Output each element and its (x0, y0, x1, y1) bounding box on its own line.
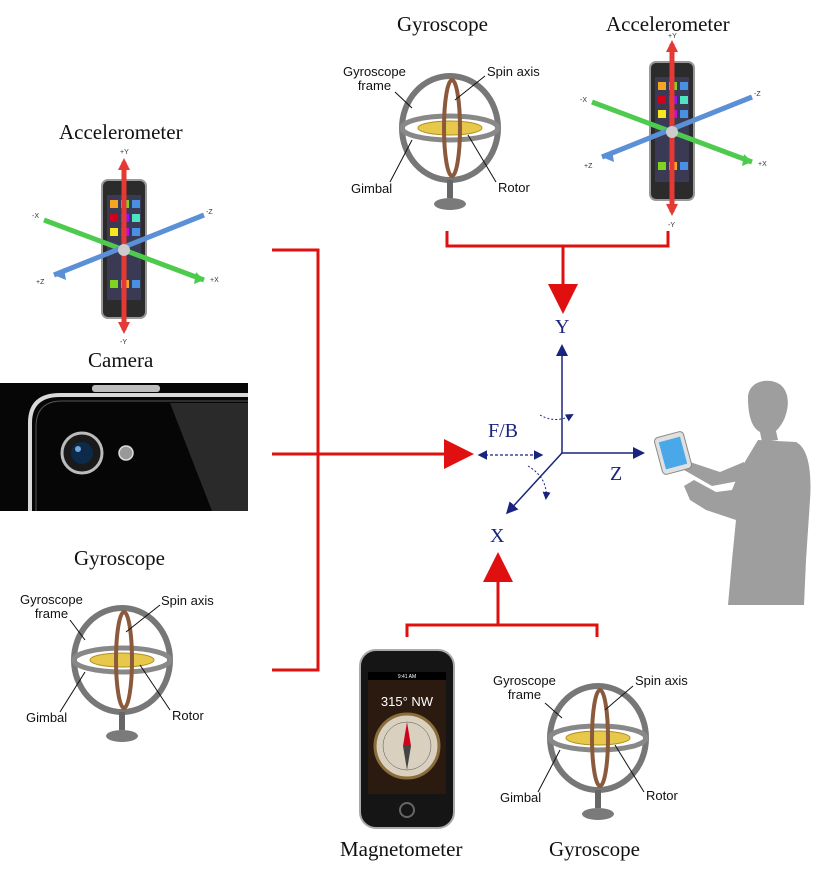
gyroscope-bottom-gimbal-label: Gimbal (500, 790, 542, 805)
gyroscope-left-rotor-label: Rotor (172, 708, 204, 723)
rotation-arc-x (527, 465, 551, 500)
camera-flash-icon (118, 445, 134, 461)
left-bracket-line (272, 248, 320, 672)
tablet-in-hand (653, 431, 693, 475)
bottom-bracket-line (405, 623, 599, 637)
magnetometer-heading-text: 315° NW (381, 694, 434, 709)
gyroscope-bottom-title: Gyroscope (549, 837, 640, 861)
axis-label-y: Y (555, 316, 570, 338)
gyroscope-top-gimbal-label: Gimbal (351, 181, 393, 196)
accel-left-minus-x-label: -X (32, 213, 39, 220)
gyroscope-left-gimbal-label: Gimbal (26, 710, 68, 725)
accel-left-plus-x-label: +X (210, 277, 219, 284)
gyroscope-top-title: Gyroscope (397, 12, 488, 36)
camera-photo (0, 383, 248, 511)
gyroscope-bottom-rotor-label: Rotor (646, 788, 678, 803)
compass-needle-icon (403, 722, 411, 746)
axis-label-fb: F/B (488, 420, 519, 442)
person-head (748, 380, 788, 442)
rotation-arc-y (539, 414, 574, 422)
accel-left-plus-y-label: +Y (120, 149, 129, 156)
home-button-icon (399, 802, 415, 818)
accel-top-minus-z-label: -Z (754, 91, 761, 98)
accel-left-minus-z-label: -Z (206, 209, 213, 216)
magnetometer-title: Magnetometer (340, 837, 463, 861)
magnetometer-time-text: 9:41 AM (398, 674, 416, 680)
axis-label-x: X (490, 525, 505, 547)
x-axis-line (505, 452, 563, 515)
accel-top-plus-x-label: +X (758, 161, 767, 168)
accelerometer-left-title: Accelerometer (59, 120, 183, 144)
accel-top-plus-z-label: +Z (584, 163, 593, 170)
accel-left-plus-z-label: +Z (36, 279, 45, 286)
camera-title: Camera (88, 348, 154, 372)
gyroscope-top-spin-axis-label: Spin axis (487, 64, 540, 79)
accel-top-minus-y-label: -Y (668, 222, 675, 229)
accel-top-plus-y-label: +Y (668, 33, 677, 40)
gyroscope-bottom-spin-axis-label: Spin axis (635, 673, 688, 688)
gyroscope-left-spin-axis-label: Spin axis (161, 593, 214, 608)
axis-label-z: Z (610, 463, 623, 485)
person-arm (684, 462, 744, 486)
accel-top-minus-x-label: -X (580, 97, 587, 104)
accel-left-minus-y-label: -Y (120, 339, 127, 346)
gyroscope-left-title: Gyroscope (74, 546, 165, 570)
top-bracket-line (445, 231, 670, 248)
gyroscope-top-rotor-label: Rotor (498, 180, 530, 195)
accelerometer-top-title: Accelerometer (606, 12, 730, 36)
person-body (684, 440, 811, 605)
